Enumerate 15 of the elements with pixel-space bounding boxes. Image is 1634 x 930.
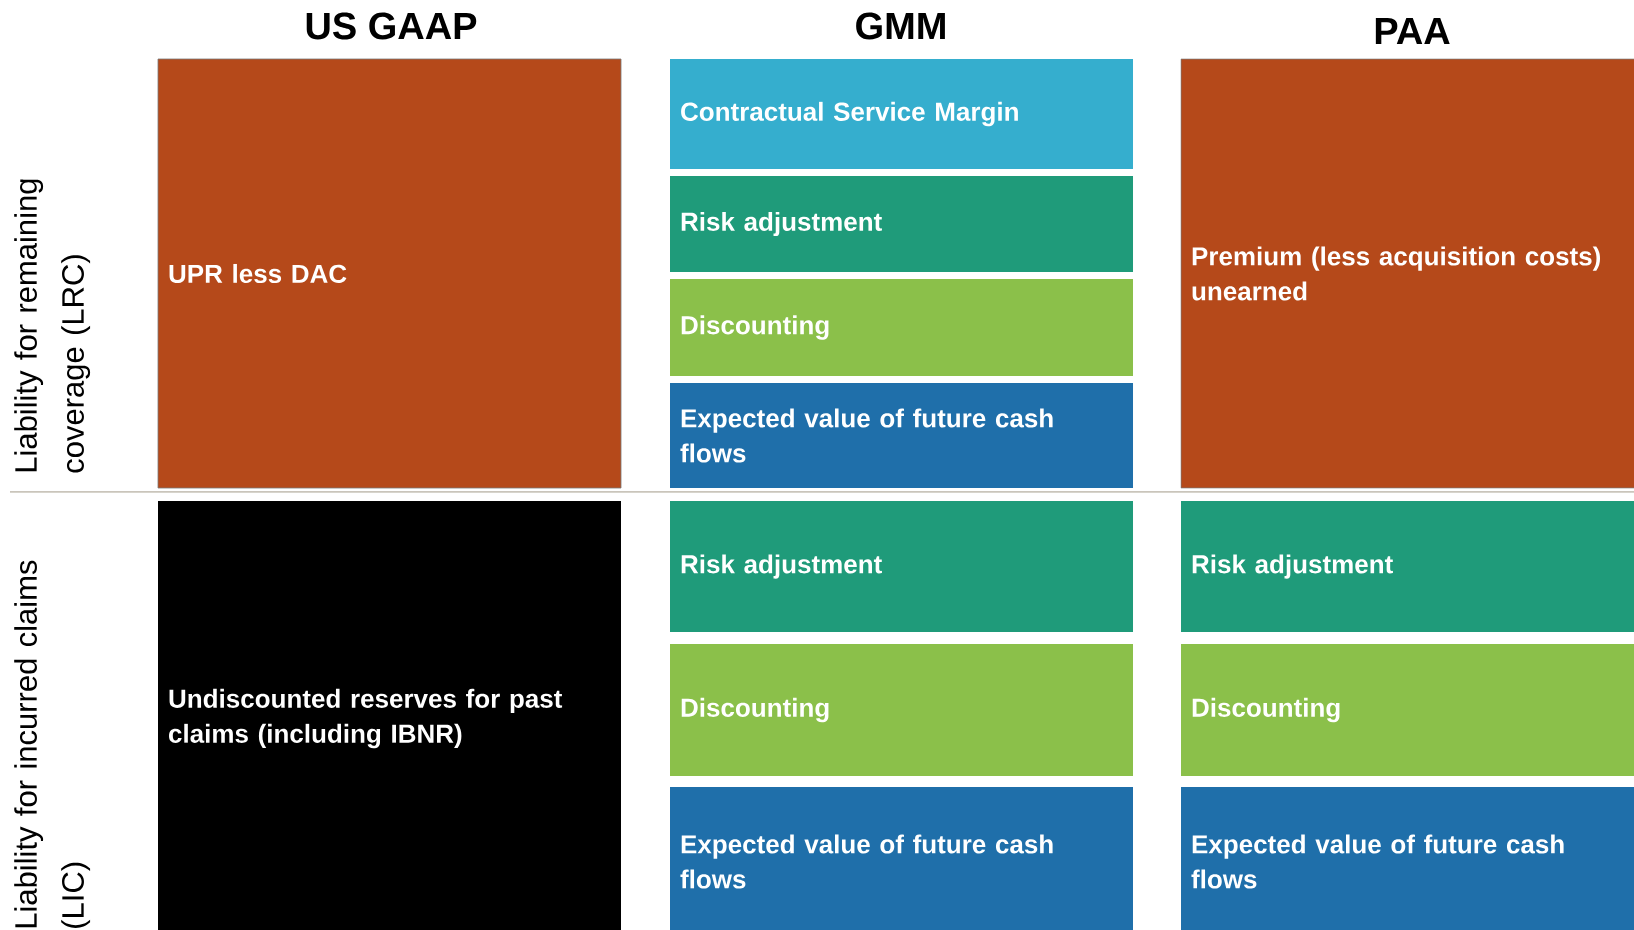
component-box: Risk adjustment	[670, 501, 1133, 632]
liability-block: Premium (less acquisition costs) unearned	[1180, 58, 1634, 489]
component-box: Risk adjustment	[1181, 501, 1634, 632]
component-box: Contractual Service Margin	[670, 59, 1133, 169]
row-heading: Liability for remaining coverage (LRC)	[14, 179, 91, 473]
component-box: Discounting	[670, 644, 1133, 776]
component-box: Discounting	[1181, 644, 1634, 776]
liability-block: Undiscounted reserves for past claims (including IBNR)	[158, 501, 621, 930]
component-box: Risk adjustment	[670, 176, 1133, 272]
component-box: Expected value of future cash flows	[670, 787, 1133, 930]
liability-block: UPR less DAC	[157, 58, 622, 489]
component-box: Expected value of future cash flows	[1181, 787, 1634, 930]
component-box: Discounting	[670, 279, 1133, 376]
component-box: Expected value of future cash flows	[670, 383, 1133, 488]
row-heading: Liability for incurred claims (LIC)	[14, 560, 91, 928]
